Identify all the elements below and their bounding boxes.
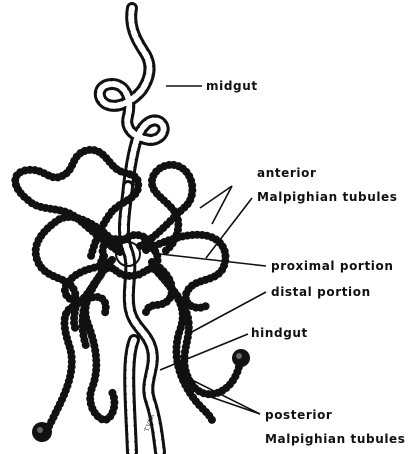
hindgut-tube bbox=[124, 186, 160, 452]
label-posterior: posterior bbox=[265, 408, 332, 422]
proximal-leader bbox=[160, 254, 266, 266]
anterior-malpighian-tubules-right bbox=[140, 165, 226, 312]
anterior-leader-3 bbox=[206, 198, 252, 258]
label-proximal-portion: proximal portion bbox=[271, 259, 394, 273]
label-distal-portion: distal portion bbox=[271, 285, 371, 299]
label-hindgut: hindgut bbox=[251, 326, 308, 340]
posterior-malpighian-tubules-left bbox=[44, 262, 114, 432]
label-posterior-malpighian: Malpighian tubules bbox=[265, 432, 406, 446]
anterior-leader-2 bbox=[212, 186, 232, 224]
label-midgut: midgut bbox=[206, 79, 258, 93]
anterior-leader-1 bbox=[200, 186, 232, 208]
posterior-leader-2 bbox=[208, 396, 260, 414]
label-anterior-malpighian: Malpighian tubules bbox=[257, 190, 398, 204]
label-anterior: anterior bbox=[257, 166, 317, 180]
